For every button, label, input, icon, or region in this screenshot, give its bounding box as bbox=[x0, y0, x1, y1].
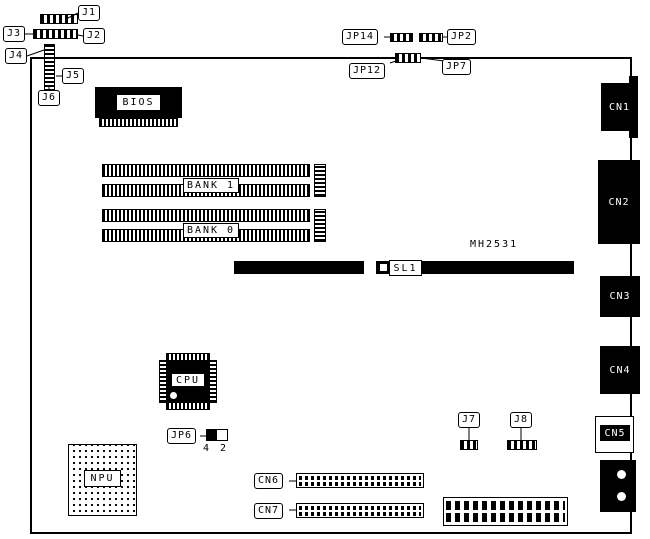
jumper-block-j2-j3 bbox=[33, 29, 78, 39]
port-hole-bottom bbox=[617, 492, 626, 501]
board-part-number: MH2531 bbox=[470, 239, 519, 250]
callout-j3: J3 bbox=[3, 26, 26, 42]
npu-label: NPU bbox=[84, 470, 121, 487]
callout-j4: J4 bbox=[5, 48, 28, 64]
cn2-connector: CN2 bbox=[598, 160, 640, 244]
simm-slot-end-bank1 bbox=[314, 164, 326, 197]
cn7-pin-row-bottom bbox=[299, 512, 421, 516]
callout-j7: J7 bbox=[458, 412, 481, 428]
sl1-label: SL1 bbox=[389, 260, 422, 276]
cn6-connector bbox=[296, 473, 424, 488]
callout-j5: J5 bbox=[62, 68, 85, 84]
callout-j8: J8 bbox=[510, 412, 533, 428]
cn4-connector: CN4 bbox=[600, 346, 640, 394]
j8-pin-header bbox=[507, 440, 537, 450]
cn7-pin-row-top bbox=[299, 506, 421, 510]
callout-jp7: JP7 bbox=[442, 59, 472, 75]
callout-jp6: JP6 bbox=[167, 428, 197, 444]
callout-jp12: JP12 bbox=[349, 63, 386, 79]
jp6-jumper-block bbox=[206, 429, 228, 441]
callout-jp2: JP2 bbox=[447, 29, 477, 45]
callout-jp14: JP14 bbox=[342, 29, 379, 45]
cn7-connector bbox=[296, 503, 424, 518]
callout-cn6: CN6 bbox=[254, 473, 284, 489]
simm-slot-1 bbox=[102, 164, 310, 177]
bottom-pin-header-row-top bbox=[446, 501, 565, 510]
simm-slot-3 bbox=[102, 209, 310, 222]
cn6-pin-row-bottom bbox=[299, 482, 421, 486]
bios-socket-pins bbox=[99, 118, 178, 127]
bottom-right-port bbox=[600, 460, 636, 512]
bios-label: BIOS bbox=[116, 94, 161, 111]
cn5-connector: CN5 bbox=[595, 416, 634, 453]
bottom-pin-header bbox=[443, 497, 568, 526]
jp6-pin2-number: 2 bbox=[220, 443, 227, 454]
cn1-mount-tab-top bbox=[629, 76, 638, 84]
simm-slot-end-bank0 bbox=[314, 209, 326, 242]
cn1-connector: CN1 bbox=[601, 83, 638, 131]
jumper-block-jp2 bbox=[419, 33, 443, 42]
jumper-block-jp14 bbox=[390, 33, 413, 42]
port-hole-top bbox=[617, 470, 626, 479]
callout-j2: J2 bbox=[83, 28, 106, 44]
sl1-slot-left-segment bbox=[234, 261, 364, 274]
callout-j6: J6 bbox=[38, 90, 61, 106]
cn3-connector: CN3 bbox=[600, 276, 640, 317]
cpu-label: CPU bbox=[171, 373, 205, 387]
jp6-pin4-number: 4 bbox=[203, 443, 210, 454]
bank0-label: BANK 0 bbox=[183, 223, 239, 238]
bank1-label: BANK 1 bbox=[183, 178, 239, 193]
cn6-pin-row-top bbox=[299, 476, 421, 480]
callout-j1: J1 bbox=[78, 5, 101, 21]
cpu-pin1-dot bbox=[170, 392, 177, 399]
jumper-block-j1 bbox=[40, 14, 78, 24]
cn5-label: CN5 bbox=[600, 425, 630, 441]
j7-pin-header bbox=[460, 440, 478, 450]
jp6-jumper-cap bbox=[207, 430, 217, 440]
callout-cn7: CN7 bbox=[254, 503, 284, 519]
sl1-slot-right-segment bbox=[376, 261, 574, 274]
jumper-block-jp12-jp7 bbox=[395, 53, 421, 63]
cn1-mount-tab-bottom bbox=[629, 130, 638, 138]
bottom-pin-header-row-bottom bbox=[446, 513, 565, 522]
sl1-slot-key bbox=[380, 264, 387, 271]
